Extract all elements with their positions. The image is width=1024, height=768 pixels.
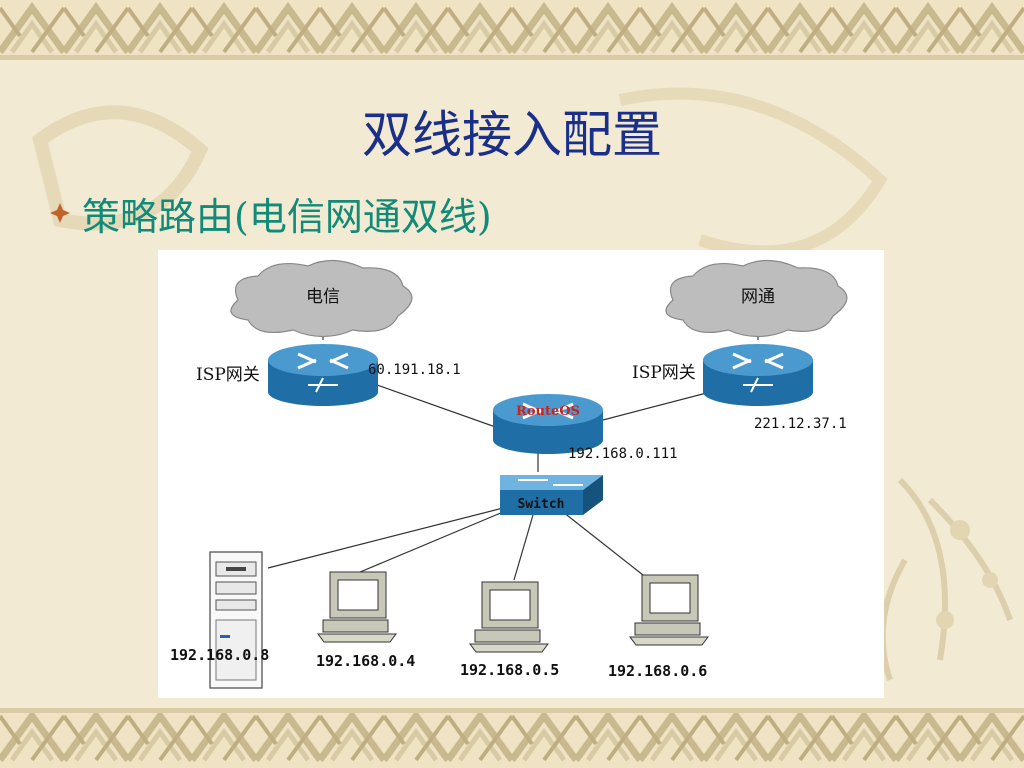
pc-icon-2 <box>469 581 549 653</box>
isp-ip-left: 60.191.18.1 <box>368 362 461 378</box>
diamond-bullet-icon <box>50 203 70 223</box>
cloud-label-telecom: 电信 <box>306 287 340 307</box>
switch-label: Switch <box>518 497 565 512</box>
routeos-router-icon <box>493 394 603 454</box>
isp-label-left: ISP网关 <box>196 365 260 385</box>
server-icon <box>209 551 263 689</box>
switch-icon <box>500 475 603 515</box>
isp-ip-right: 221.12.37.1 <box>754 416 847 432</box>
router-ip: 192.168.0.111 <box>568 446 678 462</box>
host-ip-pc3: 192.168.0.6 <box>608 662 707 680</box>
bullet-item: 策略路由(电信网通双线) <box>48 188 492 239</box>
cloud-label-netcom: 网通 <box>741 287 775 307</box>
pc-icon-1 <box>317 571 397 643</box>
router-label: RouteOS <box>516 404 580 419</box>
slide-title: 双线接入配置 <box>362 106 662 164</box>
isp-label-right: ISP网关 <box>632 363 696 383</box>
host-ip-pc2: 192.168.0.5 <box>460 661 559 679</box>
bullet-text: 策略路由(电信网通双线) <box>82 194 492 239</box>
pc-icon-3 <box>629 574 709 646</box>
isp-router-right-icon <box>703 344 813 406</box>
host-ip-pc1: 192.168.0.4 <box>316 652 415 670</box>
isp-router-left-icon <box>268 344 378 406</box>
cloud-telecom: 电信 <box>230 259 413 338</box>
top-decorative-border <box>0 0 1024 60</box>
cloud-netcom: 网通 <box>665 259 848 338</box>
network-diagram: 电信 网通 ISP网关 60.191.18.1 ISP网关 221.12.37.… <box>158 250 884 698</box>
bottom-decorative-border <box>0 708 1024 768</box>
host-ip-server: 192.168.0.8 <box>170 646 269 664</box>
